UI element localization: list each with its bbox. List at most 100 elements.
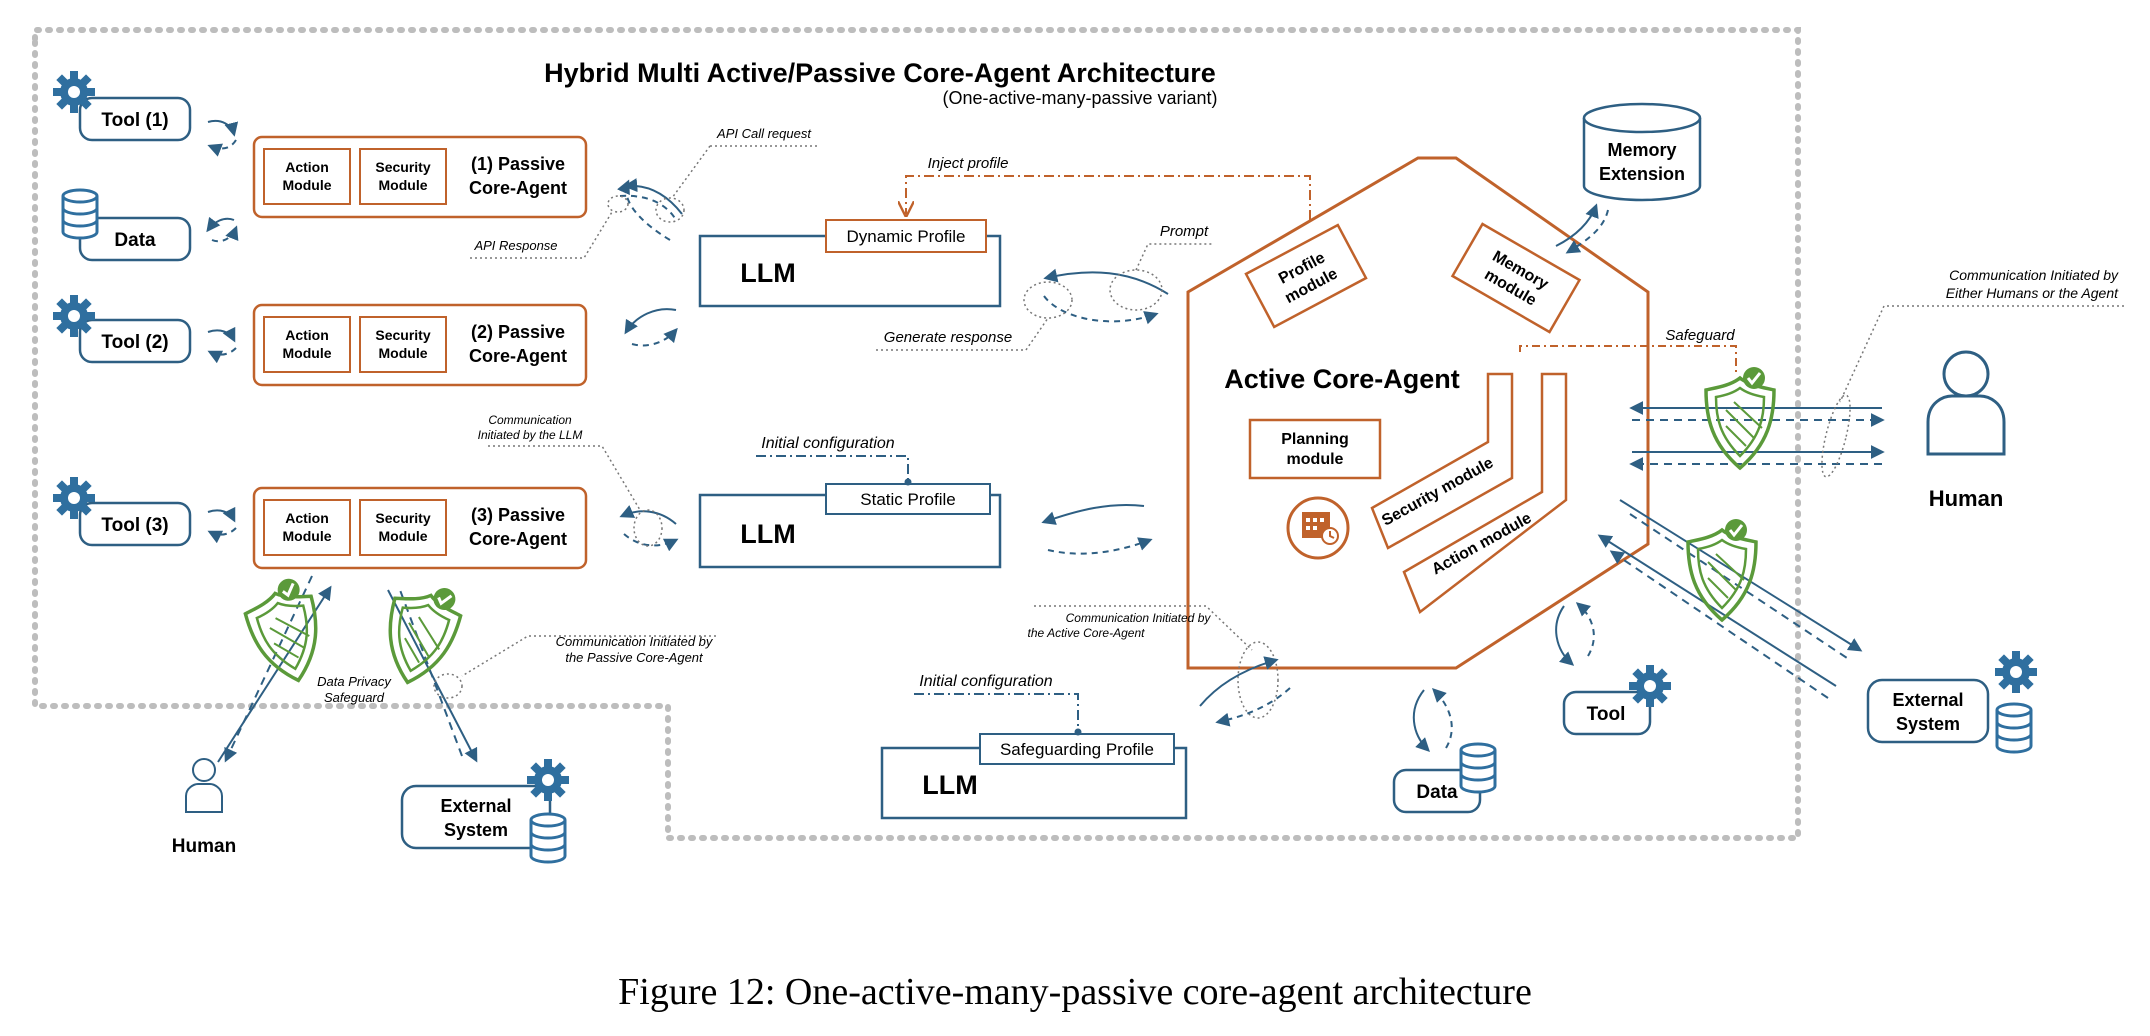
planning-module-box [1248, 418, 1382, 480]
human-right-label: Human [1929, 486, 2004, 511]
comm-active-ellipse [1237, 641, 1279, 719]
profile-module-box [1244, 223, 1368, 329]
static-profile-box [825, 483, 991, 515]
dynamic-profile-box [825, 219, 987, 253]
gear-icon [53, 477, 95, 519]
action-module-label: Action module [1429, 510, 1535, 579]
database-icon [61, 188, 99, 240]
tool-bottom-box [1562, 690, 1652, 736]
generate-response-leader [876, 317, 1049, 351]
comm-either-ellipse [1821, 394, 1851, 478]
shield-icon [1686, 517, 1758, 622]
comm-active-leader [1034, 605, 1253, 651]
dynamic-profile-label: Dynamic Profile [846, 227, 965, 246]
llm-3-label: LLM [922, 770, 977, 800]
action-module-box [1402, 372, 1568, 614]
security-module-2 [359, 316, 447, 373]
tool-bottom-label: Tool [1587, 704, 1626, 725]
tool-3-label: Tool (3) [101, 515, 168, 536]
active-llm3-arrows [1199, 656, 1291, 727]
data-bottom-label: Data [1416, 782, 1458, 803]
active-llm2-arrows [1041, 503, 1153, 555]
generate-response-ellipse [1023, 281, 1073, 319]
comm-passive-ellipse [433, 673, 463, 699]
initial-config-1-annotation: Initial configuration [761, 435, 895, 452]
active-llm1-arrows [1043, 268, 1169, 325]
prompt-annotation: Prompt [1160, 223, 1209, 240]
tool-3-box [78, 501, 192, 547]
gear-icon [1995, 651, 2037, 693]
database-icon [1459, 742, 1497, 794]
generate-response-annotation: Generate response [884, 329, 1012, 346]
active-core-agent-hexagon [1186, 156, 1650, 670]
safeguarding-profile-label: Safeguarding Profile [1000, 740, 1154, 759]
passive-zone-boundary [32, 27, 1801, 841]
initial-config-1-dot [904, 478, 912, 486]
gear-icon [53, 71, 95, 113]
llm-2-group: LLM Static Profile [698, 483, 1002, 569]
human-bottom-label: Human [172, 836, 236, 857]
security-module-3 [359, 499, 447, 556]
gear-icon [53, 295, 95, 337]
safeguard-line [1519, 345, 1737, 374]
passive-llm-arrows [617, 178, 683, 552]
active-core-agent-group: Active Core-Agent Profilemodule Memorymo… [1186, 156, 1650, 670]
tool-bottom-arrows [1555, 602, 1595, 666]
data-bottom-arrows [1412, 688, 1453, 752]
llm-1-group: LLM Dynamic Profile [698, 219, 1002, 308]
initial-config-1-line [756, 455, 909, 482]
comm-either-leader [1839, 305, 2124, 403]
human-channel-arrows [1629, 401, 1885, 471]
tool-2-box [78, 318, 192, 364]
initial-config-2-annotation: Initial configuration [919, 673, 1053, 690]
gear-icon [1629, 665, 1671, 707]
data-1-label: Data [114, 230, 156, 251]
tool-1-box [78, 96, 192, 142]
action-module-2 [263, 316, 351, 373]
memory-arrows [1555, 203, 1609, 254]
security-module-box [1370, 372, 1514, 550]
api-call-ellipse [655, 197, 685, 223]
human-icon [185, 758, 223, 813]
security-module-1 [359, 148, 447, 205]
inject-profile-annotation: Inject profile [928, 155, 1009, 172]
safeguard-annotation: Safeguard [1665, 327, 1735, 344]
tool-agent-arrows [206, 120, 239, 544]
external-system-right-box [1866, 678, 1990, 744]
tool-1-label: Tool (1) [101, 110, 168, 131]
diagram-subtitle: (One-active-many-passive variant) [942, 88, 1217, 108]
api-response-ellipse [607, 195, 629, 213]
human-icon [1926, 350, 2006, 456]
planning-calendar-icon [1286, 496, 1350, 560]
prompt-leader [1135, 243, 1214, 271]
diagram-title: Hybrid Multi Active/Passive Core-Agent A… [544, 58, 1216, 88]
prompt-ellipse [1109, 269, 1163, 311]
memory-module-box [1450, 222, 1582, 334]
action-module-1 [263, 148, 351, 205]
database-icon [1995, 702, 2033, 754]
inject-profile-line [906, 175, 1311, 220]
comm-llm-ellipse [633, 509, 663, 547]
